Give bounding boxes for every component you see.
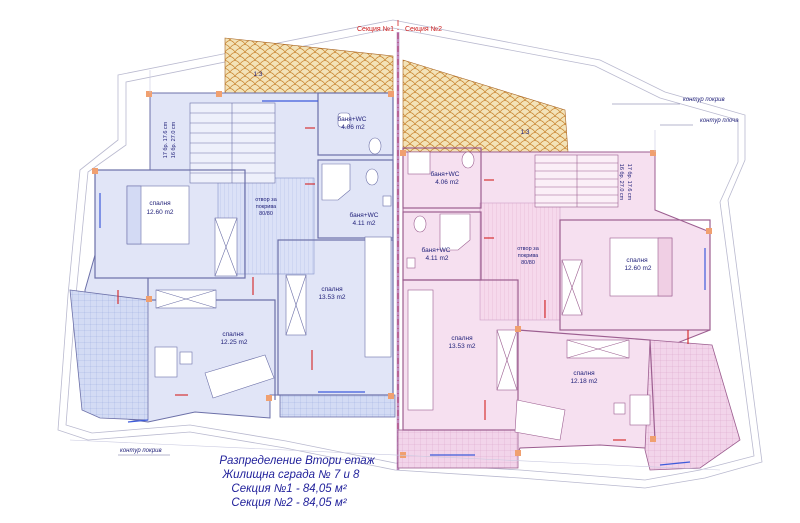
slope-label-left: 1:3	[253, 71, 262, 78]
bed1-right-name: спалня	[626, 257, 648, 264]
bath1-right-area: 4.06 m2	[435, 179, 459, 186]
slope-label-right: 1:3	[520, 129, 529, 136]
contour-roof-left-label: контур покрив	[120, 448, 162, 454]
stair-right-2: 16 бр. 27.0 cm	[618, 164, 624, 201]
stair-left-2: 16 бр. 27.0 cm	[171, 121, 177, 158]
bed2-right-name: спалня	[451, 335, 473, 342]
bath2-right-area: 4.11 m2	[425, 255, 448, 262]
caption-line-3: Секция №1 - 84,05 м²	[231, 483, 347, 495]
bed2-right-area: 13.53 m2	[448, 343, 475, 350]
opening-left-1: отвор за	[255, 197, 277, 203]
section-2	[397, 147, 741, 471]
section-2-label: Секция №2	[405, 26, 442, 33]
columns-left	[92, 91, 394, 401]
furniture-left	[126, 112, 392, 399]
opening-left-3: 80/80	[259, 211, 273, 217]
bath2-left-name: баня+WC	[350, 211, 379, 219]
bed1-right-area: 12.60 m2	[624, 265, 651, 272]
plan-caption: Разпределение Втори етаж Жилищна сграда …	[219, 455, 375, 509]
bed2-left-name: спалня	[222, 331, 244, 338]
stair-right	[534, 154, 619, 208]
stair-right-1: 17 бр. 17.6 cm	[626, 164, 632, 201]
contour-roof-right-label: контур покрив	[683, 97, 725, 103]
bed1-left-name: спалня	[149, 200, 171, 207]
section-1-label: Секция №1	[357, 26, 394, 33]
bath2-right-name: баня+WC	[422, 246, 451, 254]
opening-right-2: покрива	[518, 253, 539, 259]
bath1-left-name: баня+WC	[338, 115, 367, 123]
caption-line-2: Жилищна сграда № 7 и 8	[222, 469, 361, 481]
opening-left-2: покрива	[256, 204, 277, 210]
opening-right-1: отвор за	[517, 246, 539, 252]
furniture-right	[406, 151, 673, 441]
doors-right	[484, 179, 689, 441]
bath2-left-area: 4.11 m2	[352, 220, 375, 227]
bed2-left-area: 12.25 m2	[220, 339, 247, 346]
bed3-right-area: 12.18 m2	[570, 378, 597, 385]
caption-line-4: Секция №2 - 84,05 м²	[231, 497, 347, 509]
caption-line-1: Разпределение Втори етаж	[219, 455, 375, 467]
bed3-left-name: спалня	[321, 286, 343, 293]
stair-left-1: 17 бр. 17.6 cm	[163, 121, 169, 158]
dimension-lines	[69, 70, 721, 471]
bath1-right-name: баня+WC	[431, 170, 460, 178]
contour-slab-label: контур плоча	[700, 118, 739, 124]
bed1-left-area: 12.60 m2	[146, 209, 173, 216]
room-labels-right: баня+WC 4.06 m2 баня+WC 4.11 m2 спалня 1…	[422, 164, 652, 385]
section-1	[69, 91, 396, 423]
doors-left	[117, 127, 315, 396]
contour-labels: контур покрив контур плоча контур покрив	[118, 97, 739, 456]
bed3-left-area: 13.53 m2	[318, 294, 345, 301]
windows-right	[430, 248, 706, 466]
bed3-right-name: спалня	[573, 370, 595, 377]
windows-left	[99, 100, 365, 423]
bath1-left-area: 4.06 m2	[341, 124, 365, 131]
section-labels: Секция №1 Секция №2	[357, 26, 442, 33]
opening-right-3: 80/80	[521, 260, 535, 266]
roof-tiles	[224, 37, 569, 153]
room-labels-left: баня+WC 4.06 m2 баня+WC 4.11 m2 спалня 1…	[146, 115, 378, 346]
stair-left	[189, 102, 276, 184]
columns-right	[400, 150, 712, 458]
